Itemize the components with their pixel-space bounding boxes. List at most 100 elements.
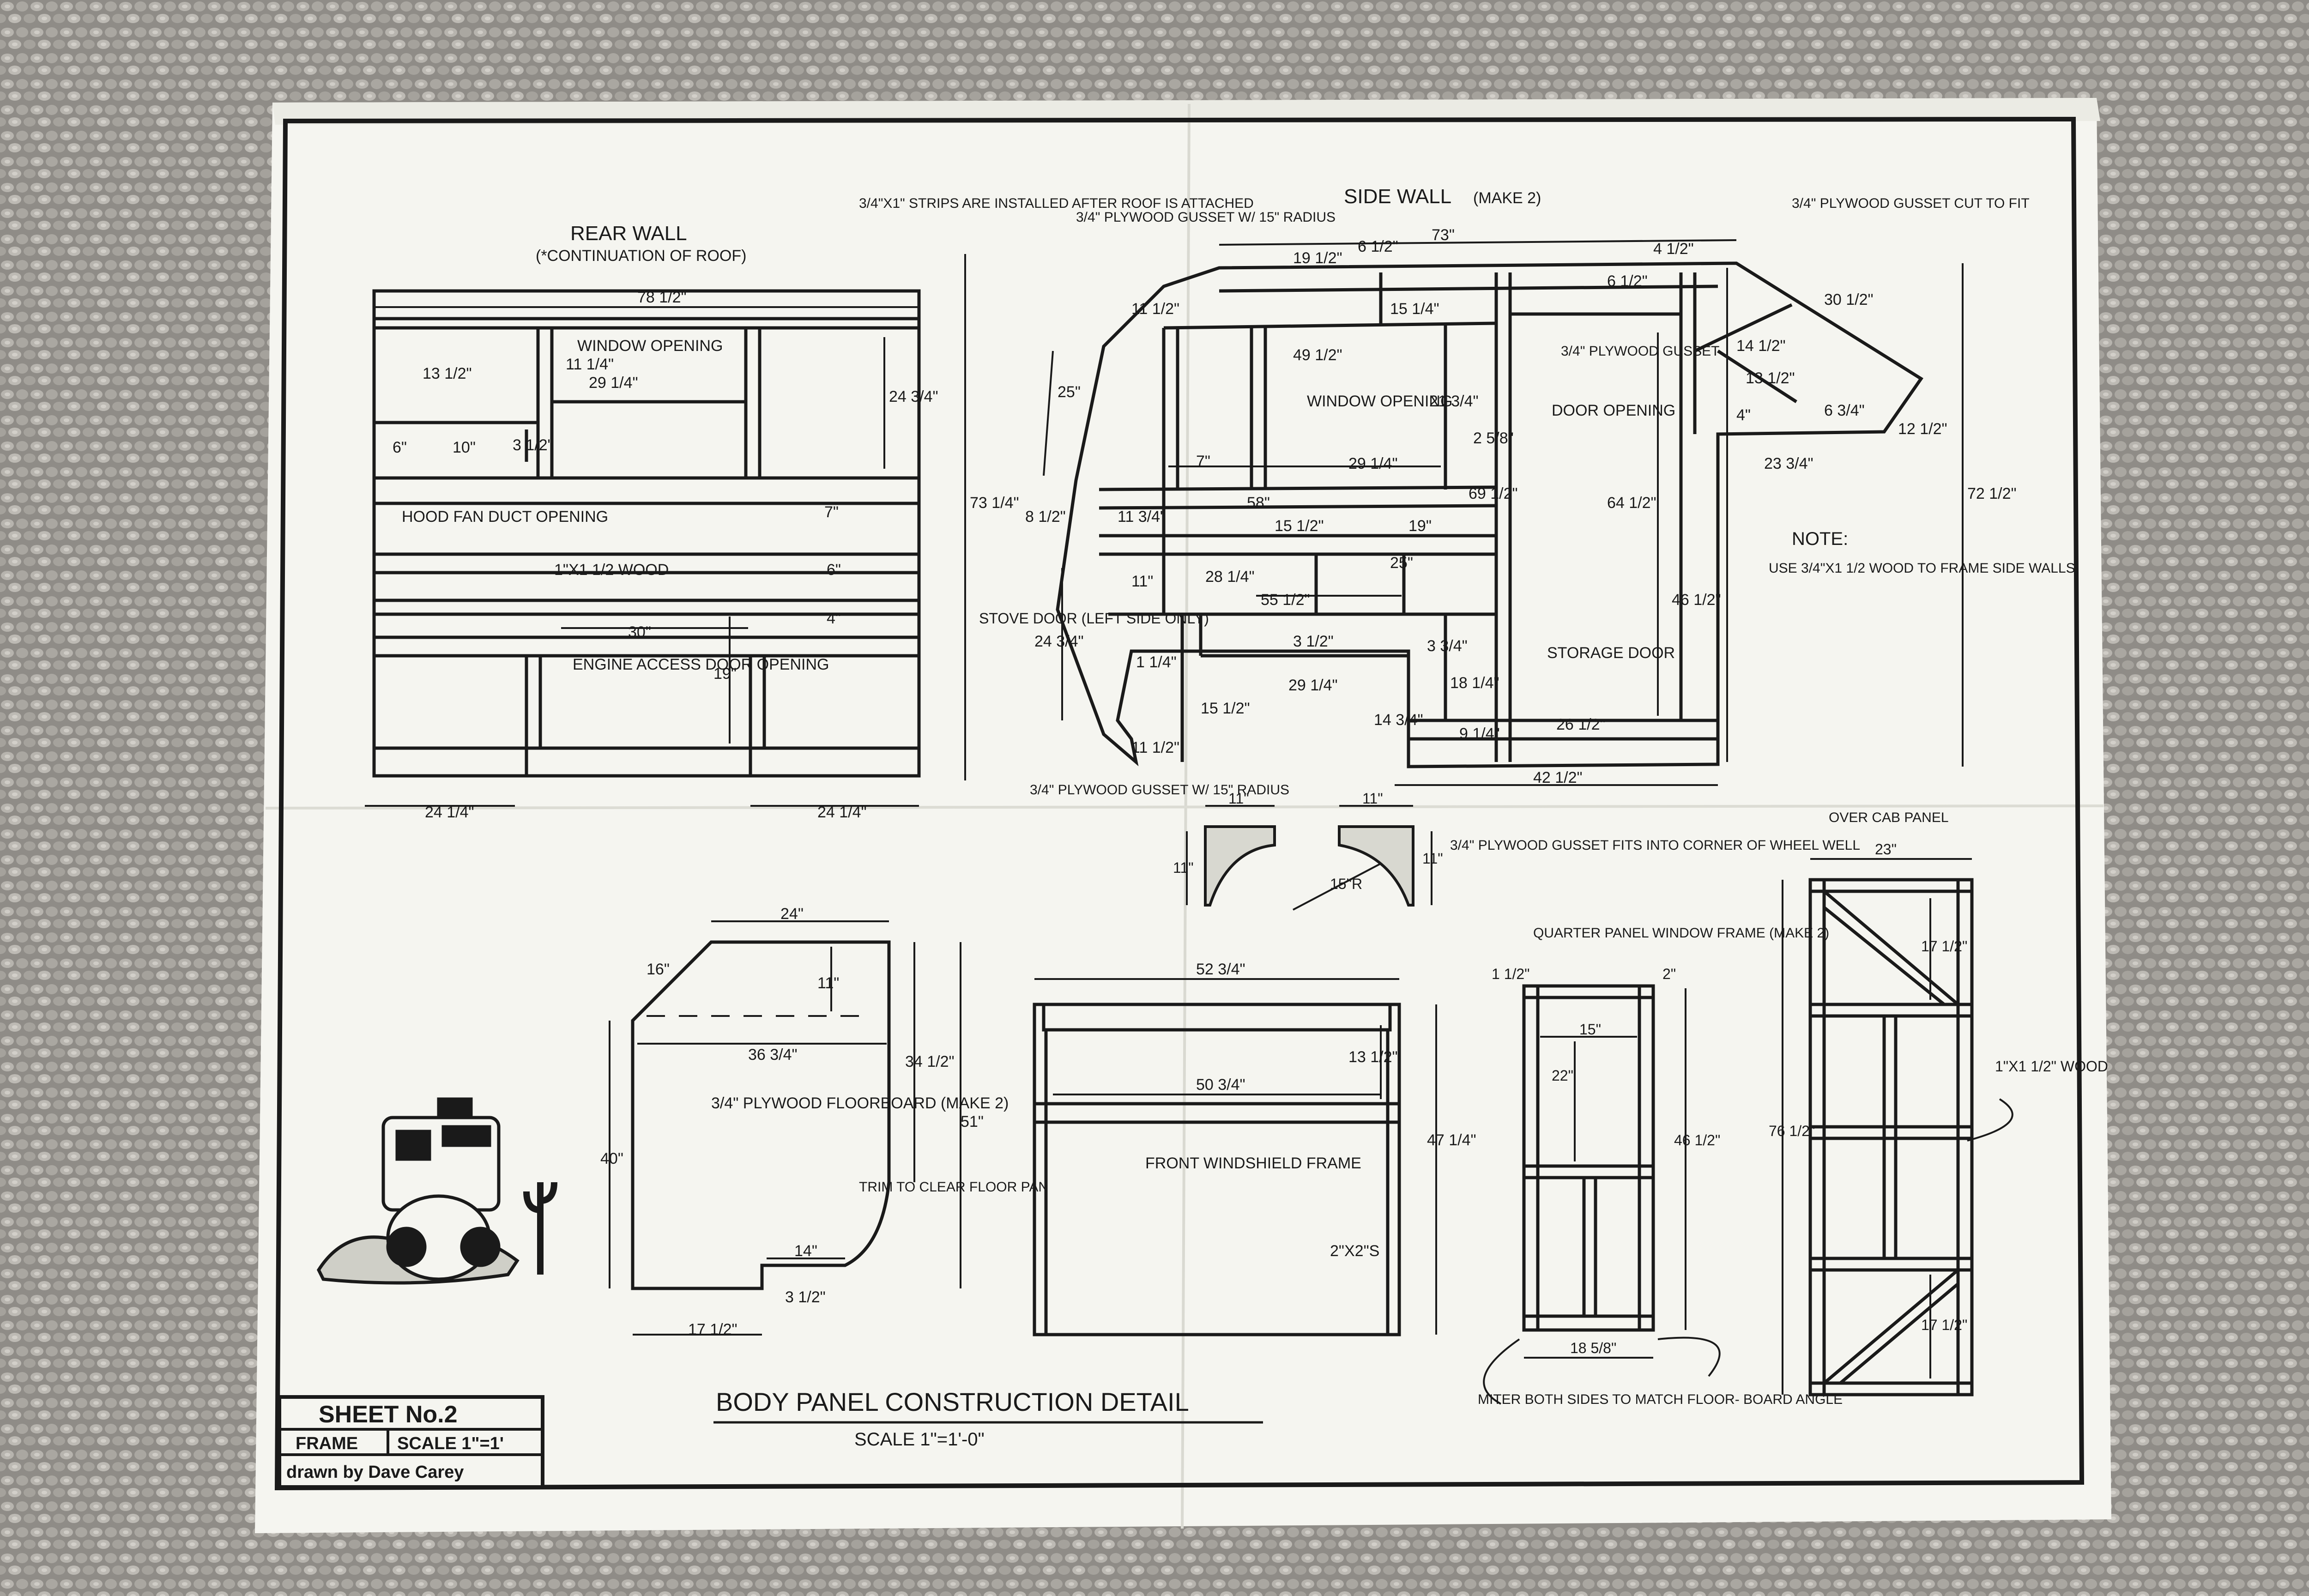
floor-dim-51: 51" bbox=[961, 1113, 984, 1130]
side-dim-30-5: 30 1/2" bbox=[1824, 291, 1874, 308]
side-gusset-bottom-note: 3/4" PLYWOOD GUSSET W/ 15" RADIUS bbox=[1030, 782, 1289, 798]
sheet-border bbox=[274, 116, 2085, 1491]
side-dim-2-625: 2 5/8" bbox=[1473, 429, 1514, 447]
rear-dim-6a: 6" bbox=[393, 439, 407, 456]
sheet-scale: SCALE 1"=1' bbox=[397, 1434, 504, 1453]
side-dim-9-25: 9 1/4" bbox=[1459, 725, 1500, 743]
side-dim-15-5a: 15 1/2" bbox=[1275, 517, 1324, 535]
over-cab-dim-76: 76 1/2" bbox=[1769, 1123, 1815, 1139]
floor-dim-36-75: 36 3/4" bbox=[748, 1046, 798, 1064]
side-gusset-right-note: 3/4" PLYWOOD GUSSET CUT TO FIT bbox=[1792, 196, 2030, 211]
paper bbox=[255, 98, 2111, 1533]
side-gusset-top-note: 3/4" PLYWOOD GUSSET W/ 15" RADIUS bbox=[1076, 210, 1336, 225]
rear-dim-19: 19" bbox=[713, 665, 737, 683]
miter-note: MITER BOTH SIDES TO MATCH FLOOR- BOARD A… bbox=[1478, 1392, 1843, 1407]
side-dim-6-75: 6 3/4" bbox=[1824, 402, 1865, 419]
side-dim-46-5: 46 1/2" bbox=[1672, 591, 1721, 609]
side-dim-1-25: 1 1/4" bbox=[1136, 653, 1177, 671]
side-wall-title: SIDE WALL bbox=[1344, 185, 1451, 208]
windshield-dim-47: 47 1/4" bbox=[1427, 1131, 1476, 1149]
rear-dim-78: 78 1/2" bbox=[637, 289, 687, 306]
rear-dim-11: 11 1/4" bbox=[566, 356, 614, 373]
side-dim-29-25a: 29 1/4" bbox=[1348, 455, 1398, 472]
floorboard-dimension-lines bbox=[609, 920, 961, 1336]
quarter-panel-frame bbox=[1522, 984, 1655, 1332]
wheel-dim-11c: 11" bbox=[1173, 859, 1194, 876]
side-dim-69-5: 69 1/2" bbox=[1469, 485, 1518, 502]
rear-dim-7: 7" bbox=[824, 503, 839, 521]
side-dim-4: 4" bbox=[1736, 406, 1751, 424]
rear-dim-29: 29 1/4" bbox=[589, 374, 638, 392]
rear-wall-title: REAR WALL bbox=[570, 222, 687, 245]
over-cab-frame bbox=[1808, 878, 1974, 1396]
side-wall-dimension-lines bbox=[1043, 239, 1964, 786]
rear-dim-13: 13 1/2" bbox=[423, 365, 472, 382]
side-dim-55-5: 55 1/2" bbox=[1261, 591, 1310, 609]
side-dim-13-5: 13 1/2" bbox=[1746, 369, 1795, 387]
side-dim-6-5a: 6 1/2" bbox=[1358, 238, 1398, 255]
wheel-gusset-note: 3/4" PLYWOOD GUSSET FITS INTO CORNER OF … bbox=[1450, 838, 1860, 853]
floor-dim-14: 14" bbox=[794, 1242, 817, 1260]
side-dim-3-75: 3 3/4" bbox=[1427, 637, 1468, 655]
drawn-by: drawn by Dave Carey bbox=[286, 1463, 464, 1482]
floorboard-label: 3/4" PLYWOOD FLOORBOARD (MAKE 2) bbox=[711, 1094, 1009, 1112]
floor-dim-16: 16" bbox=[647, 961, 670, 978]
door-opening-label: DOOR OPENING bbox=[1552, 402, 1675, 419]
side-dim-72-5: 72 1/2" bbox=[1967, 485, 2017, 502]
over-cab-wood: 1"X1 1/2" WOOD bbox=[1995, 1058, 2108, 1075]
floor-dim-11: 11" bbox=[817, 974, 839, 992]
side-dim-11-5b: 11 1/2" bbox=[1131, 739, 1179, 756]
side-dim-25b: 25" bbox=[1390, 554, 1413, 572]
rear-dim-24-a: 24 1/4" bbox=[425, 804, 474, 821]
quarter-dim-22: 22" bbox=[1552, 1067, 1573, 1084]
side-dim-49-5: 49 1/2" bbox=[1293, 346, 1342, 364]
wheel-dim-11d: 11" bbox=[1422, 850, 1443, 867]
rear-dim-30: 30" bbox=[628, 623, 651, 641]
side-dim-29-25b: 29 1/4" bbox=[1288, 677, 1338, 694]
side-dim-18-25: 18 1/4" bbox=[1450, 674, 1499, 692]
rear-dim-10: 10" bbox=[453, 439, 476, 456]
rear-dim-3: 3 1/2" bbox=[513, 436, 553, 454]
side-dim-3-5: 3 1/2" bbox=[1293, 633, 1334, 650]
rear-wall-dimension-lines bbox=[365, 254, 966, 807]
floor-dim-17-5: 17 1/2" bbox=[688, 1321, 737, 1338]
wheel-dim-15r: 15"R bbox=[1330, 876, 1362, 892]
side-dim-21-75: 21 3/4" bbox=[1429, 393, 1479, 410]
side-dim-6-5b: 6 1/2" bbox=[1607, 272, 1648, 290]
windshield-frame bbox=[1033, 1003, 1401, 1336]
over-cab-dim-23: 23" bbox=[1875, 841, 1897, 858]
rear-wood-label: 1"X1 1/2 WOOD bbox=[554, 561, 669, 579]
side-dim-58: 58" bbox=[1247, 494, 1270, 512]
windshield-dim-13: 13 1/2" bbox=[1348, 1048, 1398, 1066]
strips-note: 3/4"X1" STRIPS ARE INSTALLED AFTER ROOF … bbox=[859, 196, 1254, 211]
wheel-gusset-dimension-lines bbox=[1186, 805, 1433, 911]
side-dim-19-5: 19 1/2" bbox=[1293, 249, 1342, 267]
rear-dim-73: 73 1/4" bbox=[970, 494, 1019, 512]
floor-dim-3-5: 3 1/2" bbox=[785, 1288, 826, 1306]
side-dim-24-75: 24 3/4" bbox=[1034, 633, 1084, 650]
rear-wall-frame bbox=[372, 289, 921, 778]
windshield-2x2: 2"X2"S bbox=[1330, 1242, 1379, 1260]
over-cab-dim-17a: 17 1/2" bbox=[1921, 938, 1967, 955]
side-dim-19: 19" bbox=[1408, 517, 1432, 535]
side-dim-25a: 25" bbox=[1058, 383, 1081, 401]
note-title: NOTE: bbox=[1792, 529, 1848, 549]
wheel-dim-11a: 11" bbox=[1228, 790, 1249, 807]
vertical-fold bbox=[1181, 103, 1191, 1529]
rear-dim-24-b: 24 1/4" bbox=[817, 804, 867, 821]
side-dim-23-75: 23 3/4" bbox=[1764, 455, 1813, 472]
side-dim-64-5: 64 1/2" bbox=[1607, 494, 1656, 512]
horizontal-fold bbox=[265, 804, 2104, 810]
quarter-dim-2: 2" bbox=[1662, 966, 1676, 982]
side-dim-14-75: 14 3/4" bbox=[1374, 711, 1423, 729]
side-dim-14-5: 14 1/2" bbox=[1736, 337, 1786, 355]
windshield-dim-50: 50 3/4" bbox=[1196, 1076, 1245, 1094]
storage-door-label: STORAGE DOOR bbox=[1547, 644, 1675, 662]
rear-dim-6b: 6" bbox=[827, 561, 841, 579]
windshield-label: FRONT WINDSHIELD FRAME bbox=[1145, 1155, 1361, 1172]
rear-wall-subtitle: (*CONTINUATION OF ROOF) bbox=[536, 247, 746, 265]
quarter-dim-1-5: 1 1/2" bbox=[1492, 966, 1530, 982]
side-wall-frame bbox=[1056, 261, 1923, 768]
